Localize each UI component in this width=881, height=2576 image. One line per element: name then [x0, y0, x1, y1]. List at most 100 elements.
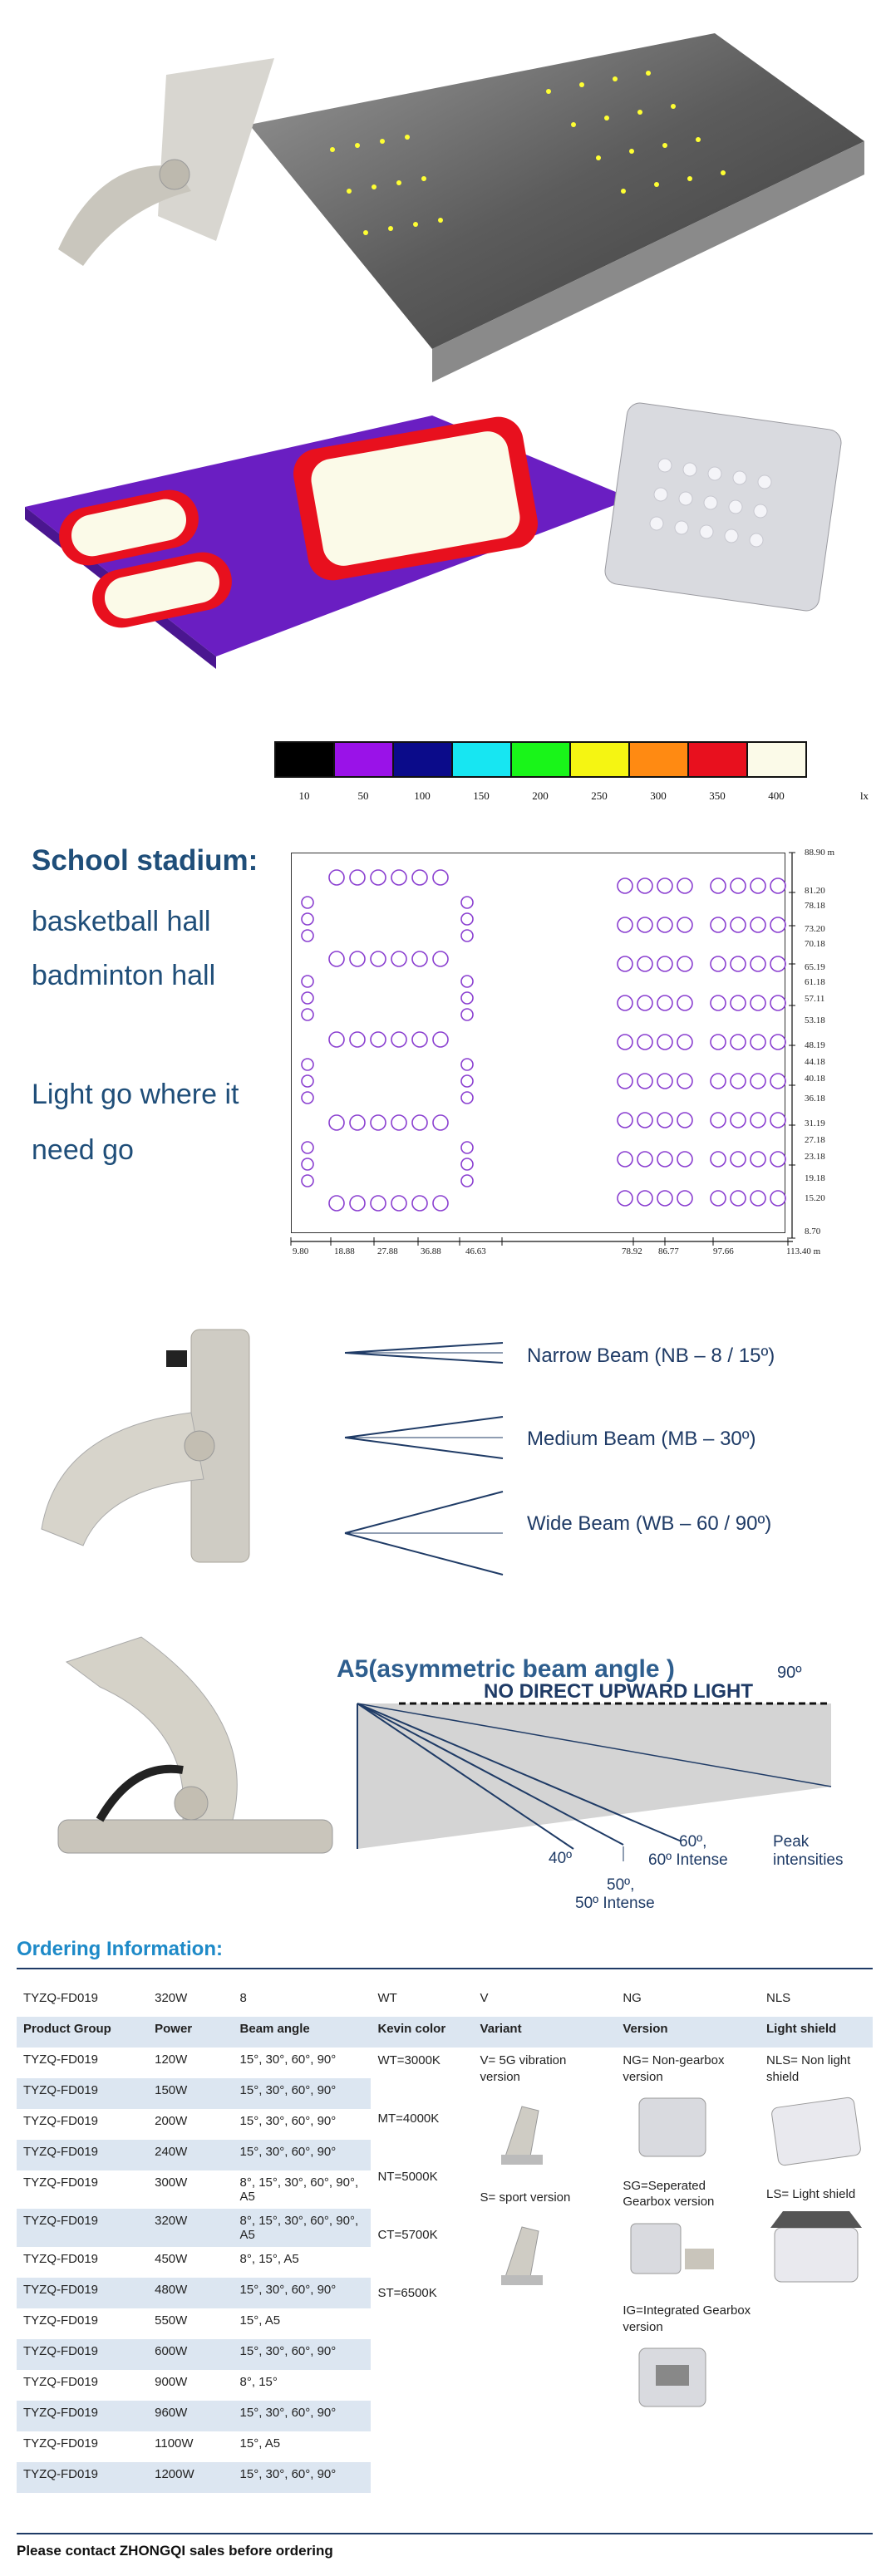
- version-image-icon: [630, 2223, 715, 2274]
- axis-label-y: 70.18: [805, 939, 825, 949]
- table-cell: 15°, A5: [239, 2313, 281, 2328]
- axis-label-y: 27.18: [805, 1135, 825, 1145]
- right-axis: [789, 852, 795, 1239]
- ordering-table: TYZQ-FD019 320W 8 WT V NG NLS Product Gr…: [17, 1986, 873, 2493]
- table-cell: TYZQ-FD019: [17, 2140, 149, 2170]
- axis-label-y: 53.18: [805, 1015, 825, 1025]
- axis-label-y: 61.18: [805, 977, 825, 987]
- kelvin-item: NT=5000K: [377, 2170, 438, 2184]
- table-cell: 320W: [148, 2209, 234, 2247]
- table-cell: 120W: [155, 2052, 188, 2067]
- table-cell: 960W: [148, 2401, 234, 2431]
- example-cell: NLS: [766, 1991, 791, 2005]
- stadium-line: Light go where it: [32, 1079, 239, 1110]
- shield-image-icon: [770, 2211, 862, 2283]
- scale-swatch: [687, 741, 748, 778]
- axis-label-y: 23.18: [805, 1152, 825, 1162]
- ordering-bottom-rule: [17, 2533, 873, 2534]
- table-cell: 300W: [155, 2175, 188, 2190]
- table-cell: 240W: [148, 2140, 234, 2170]
- a5-no-upward: NO DIRECT UPWARD LIGHT: [484, 1680, 753, 1703]
- kelvin-item: CT=5700K: [377, 2228, 438, 2242]
- table-cell: 200W: [155, 2114, 188, 2128]
- scale-label: 150: [473, 789, 490, 802]
- medium-beam-label: Medium Beam (MB – 30º): [527, 1428, 756, 1450]
- variant-image-icon: [500, 2106, 543, 2165]
- a5-peak: Peak: [773, 1833, 810, 1851]
- axis-label-x: 113.40 m: [786, 1246, 821, 1256]
- axis-label-x: 27.88: [377, 1246, 398, 1256]
- axis-label-y: 40.18: [805, 1074, 825, 1084]
- example-cell: WT: [377, 1991, 397, 2005]
- example-cell: 320W: [155, 1991, 188, 2005]
- version-item: SG=Seperated Gearbox version: [623, 2178, 715, 2210]
- table-cell: 15°, 30°, 60°, 90°: [239, 2052, 337, 2067]
- version-image-icon: [638, 2347, 706, 2407]
- bottom-axis: [290, 1237, 793, 1246]
- table-cell: TYZQ-FD019: [23, 2252, 99, 2266]
- table-cell: 1100W: [155, 2436, 194, 2451]
- axis-label-y: 15.20: [805, 1193, 825, 1203]
- narrow-beam-diagram: [344, 1342, 504, 1364]
- axis-label-y: 19.18: [805, 1173, 825, 1183]
- a5-beam-diagram: [357, 1702, 832, 1861]
- axis-label-y: 88.90 m: [805, 848, 835, 858]
- table-cell: TYZQ-FD019: [17, 2078, 149, 2109]
- axis-label-x: 78.92: [622, 1246, 642, 1256]
- variant-column: V= 5G vibration version S= sport version: [474, 2048, 617, 2493]
- version-item: IG=Integrated Gearbox version: [623, 2303, 751, 2334]
- axis-label-y: 73.20: [805, 924, 825, 934]
- axis-label-y: 8.70: [805, 1227, 821, 1236]
- scale-swatch: [392, 741, 453, 778]
- table-row: TYZQ-FD019 120W 15°, 30°, 60°, 90° WT=30…: [17, 2048, 873, 2407]
- fixture-layout: [301, 869, 786, 1212]
- table-cell: TYZQ-FD019: [23, 2175, 99, 2190]
- table-cell: 8°, 15°, 30°, 60°, 90°, A5: [233, 2209, 372, 2247]
- shield-image-icon: [771, 2097, 861, 2166]
- scale-swatch: [510, 741, 571, 778]
- kelvin-item: ST=6500K: [377, 2286, 437, 2300]
- narrow-beam-label: Narrow Beam (NB – 8 / 15º): [527, 1345, 775, 1367]
- illuminance-heatmap-render: [25, 402, 842, 669]
- table-cell: 15°, A5: [239, 2436, 281, 2451]
- scale-label: 300: [650, 789, 667, 802]
- table-cell: 450W: [155, 2252, 188, 2266]
- table-cell: TYZQ-FD019: [23, 2436, 99, 2451]
- scale-swatch: [274, 741, 335, 778]
- a5-angle-90: 90º: [777, 1664, 802, 1682]
- kelvin-column: WT=3000K MT=4000K NT=5000K CT=5700K ST=6…: [371, 2048, 473, 2493]
- floodlight-side-view: [41, 1329, 250, 1563]
- table-cell: 15°, 30°, 60°, 90°: [233, 2401, 372, 2431]
- axis-label-x: 46.63: [465, 1246, 486, 1256]
- table-cell: TYZQ-FD019: [17, 2401, 149, 2431]
- stadium-line: need go: [32, 1134, 134, 1166]
- version-image-icon: [638, 2097, 706, 2157]
- example-cell: TYZQ-FD019: [23, 1991, 99, 2005]
- a5-title: A5(asymmetric beam angle ): [337, 1655, 675, 1683]
- header-cell: Light shield: [760, 2017, 873, 2048]
- scale-swatch: [628, 741, 689, 778]
- a5-angle-40: 40º: [549, 1850, 573, 1867]
- shield-column: NLS= Non light shield LS= Light shield: [760, 2048, 873, 2493]
- wide-beam-label: Wide Beam (WB – 60 / 90º): [527, 1512, 772, 1535]
- header-cell: Version: [616, 2017, 760, 2048]
- axis-label-x: 97.66: [713, 1246, 734, 1256]
- axis-label-y: 44.18: [805, 1057, 825, 1067]
- table-cell: TYZQ-FD019: [17, 2339, 149, 2370]
- variant-image-icon: [500, 2226, 543, 2285]
- header-cell: Variant: [473, 2017, 617, 2048]
- scale-swatch: [746, 741, 807, 778]
- ordering-footer: Please contact ZHONGQI sales before orde…: [17, 2543, 333, 2559]
- scale-label: 200: [532, 789, 549, 802]
- axis-label-y: 36.18: [805, 1094, 825, 1104]
